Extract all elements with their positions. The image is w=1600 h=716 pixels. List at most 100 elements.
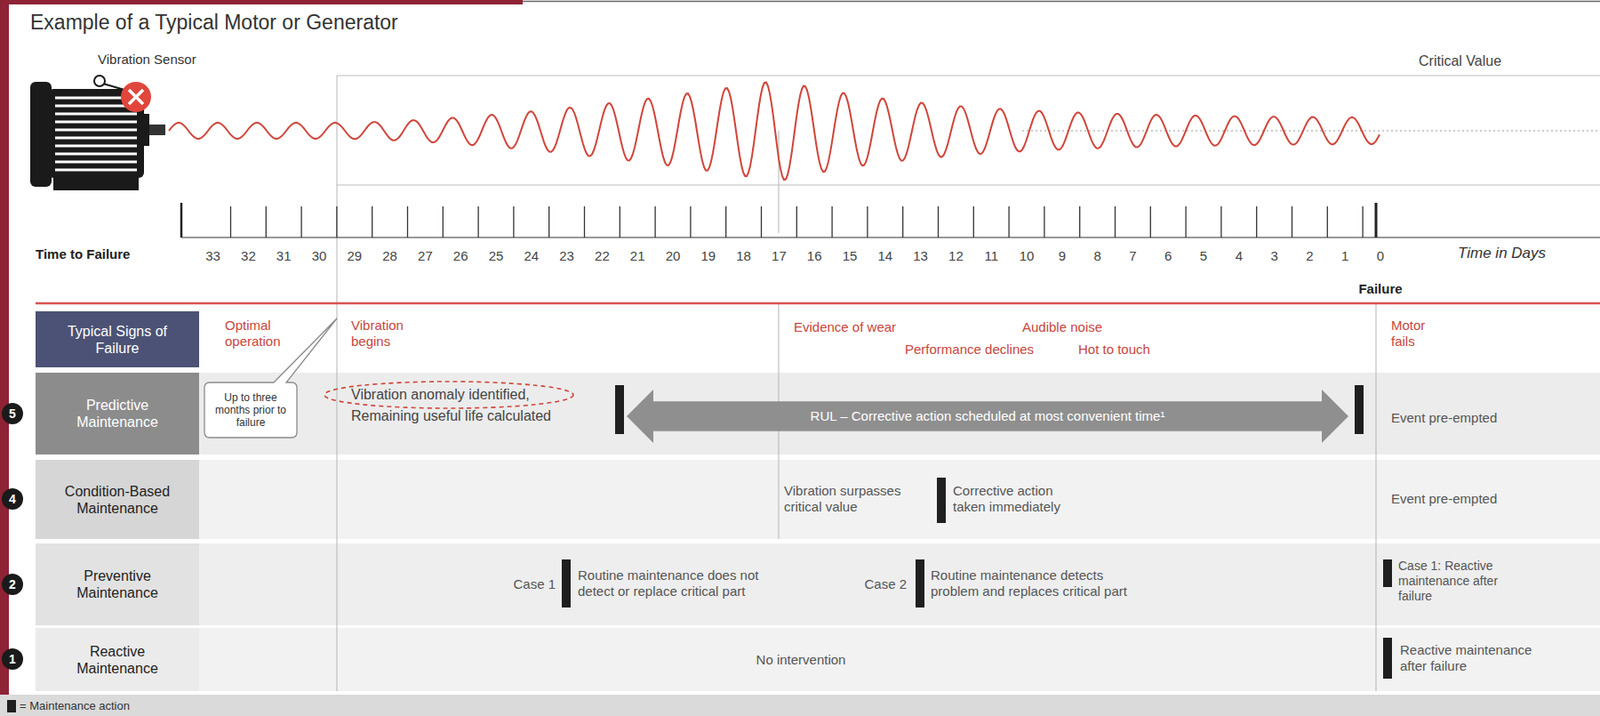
cell-text: Case 1: Reactive maintenance after failu…: [1398, 558, 1510, 604]
node-text: 5: [8, 406, 16, 422]
axis-number: 13: [912, 248, 928, 264]
axis-tick: [1043, 206, 1045, 238]
axis-tick: [407, 206, 408, 238]
cell-text: No intervention: [756, 651, 847, 668]
row-band: [199, 627, 1600, 691]
axis-number: 19: [700, 248, 716, 264]
row-header: Reactive Maintenance: [35, 627, 200, 691]
axis-tick: [1079, 206, 1080, 238]
maintenance-action-bar: [915, 559, 925, 608]
axis-tick: [1291, 206, 1293, 238]
cell-text: Vibration surpasses critical value: [784, 482, 918, 515]
failure-sign: Audible noise: [1022, 319, 1103, 336]
axis-number: 6: [1164, 248, 1172, 264]
diagram-title: Example of a Typical Motor or Generator: [30, 10, 399, 35]
axis-tick: [1256, 206, 1257, 238]
row-header: Predictive Maintenance: [35, 372, 200, 455]
axis-number: 1: [1341, 248, 1349, 264]
number-circle: [1, 573, 24, 595]
row-band: [199, 459, 1600, 539]
number-circle: [1, 648, 24, 670]
axis-number: 14: [877, 248, 893, 264]
vibration-wave: [168, 82, 1380, 180]
axis-number: 24: [523, 248, 539, 264]
axis-number: 31: [276, 248, 292, 264]
axis-number: 12: [948, 248, 964, 264]
axis-number: 5: [1200, 248, 1208, 264]
axis-tick: [725, 206, 727, 238]
legend-text: = Maintenance action: [19, 697, 130, 714]
number-circle: [1, 488, 24, 510]
threshold-label: Critical Value: [1418, 53, 1502, 70]
maintenance-action-bar: [1383, 559, 1392, 587]
motor-fin: [55, 112, 137, 116]
failure-sign: Vibration begins: [351, 317, 432, 350]
phase-divider: [778, 130, 780, 233]
critical-line: [336, 75, 1600, 77]
cell-text: Corrective action taken immediately: [952, 482, 1078, 515]
motor-icon: [30, 75, 166, 191]
axis-tick: [760, 206, 762, 238]
row-header: Typical Signs of Failure: [35, 311, 200, 368]
axis-number: 29: [346, 248, 362, 264]
motor-fin: [55, 136, 137, 140]
node-text: Condition-Based Maintenance: [56, 482, 178, 517]
axis-tick: [477, 206, 479, 238]
maintenance-action-bar: [936, 477, 946, 523]
axis-number: 21: [630, 248, 646, 264]
sensor-mount: [94, 75, 105, 87]
axis-tick: [937, 206, 939, 238]
axis-tick: [336, 206, 337, 238]
axis-tick: [866, 206, 868, 238]
axis-tick: [512, 206, 514, 238]
axis-number: 18: [736, 248, 752, 264]
legend-swatch: [7, 699, 16, 712]
cell-text: Vibration anomaly identified, Remaining …: [351, 384, 587, 427]
rul-arrow: RUL – Corrective action scheduled at mos…: [626, 389, 1349, 443]
node-text: RUL – Corrective action scheduled at mos…: [810, 408, 1166, 424]
axis-tick: [619, 206, 621, 238]
axis-ticks: [231, 206, 1364, 238]
motor-base: [53, 176, 139, 191]
row-band: [199, 372, 1600, 455]
axis-number: 7: [1128, 248, 1136, 264]
axis-number: 10: [1019, 248, 1035, 264]
phase-divider: [1376, 303, 1377, 691]
axis-tick-major: [180, 202, 184, 238]
vibration-sensor: [120, 81, 152, 112]
node-text: 2: [8, 576, 16, 592]
axis-number: 3: [1270, 248, 1278, 264]
number-circle: [1, 402, 24, 424]
sensor-label: Vibration Sensor: [97, 51, 197, 68]
row-header: Preventive Maintenance: [35, 543, 200, 625]
cell-text: Event pre-empted: [1391, 409, 1497, 426]
axis-number: 17: [771, 248, 787, 264]
maintenance-action-bar: [561, 559, 571, 608]
failure-sign: Evidence of wear: [793, 319, 896, 336]
case-label: Case 2: [864, 576, 907, 592]
node-text: 4: [8, 491, 16, 507]
axis-tick: [548, 206, 550, 238]
failure-sign: Performance declines: [904, 341, 1034, 358]
motor-fin: [55, 144, 137, 148]
sensor-lead: [103, 83, 125, 90]
callout-number: 2: [1, 573, 24, 595]
center-line: [1022, 130, 1600, 132]
axis-number: 28: [382, 248, 398, 264]
axis-tick: [973, 206, 975, 238]
axis-tick: [584, 206, 585, 238]
axis-tick: [902, 206, 904, 238]
phase-divider: [336, 75, 338, 691]
axis-number: 23: [559, 248, 575, 264]
callout-number: 5: [1, 402, 24, 424]
callout-number: 1: [1, 648, 24, 670]
row-header: Condition-Based Maintenance: [35, 459, 200, 539]
axis-number: 32: [240, 248, 256, 264]
motor-fin: [55, 152, 137, 156]
legend-band: [0, 694, 1600, 716]
motor-fin: [55, 160, 137, 164]
failure-sign: Hot to touch: [1078, 341, 1151, 358]
axis-number: 0: [1376, 248, 1384, 264]
